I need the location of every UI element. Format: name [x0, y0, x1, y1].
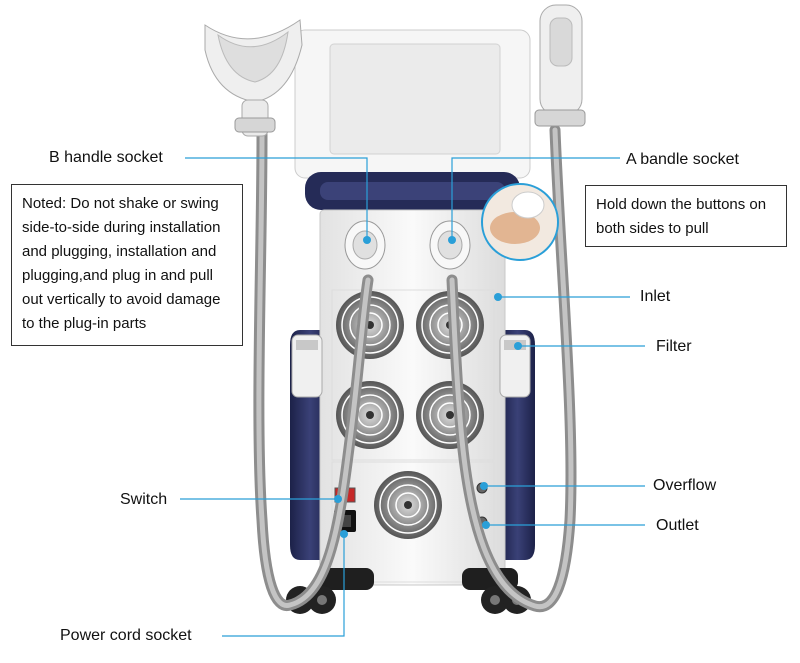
leader-a-handle	[451, 157, 620, 240]
note-line: plugging,and plug in and pull	[22, 267, 213, 284]
dot-a-handle	[448, 236, 456, 244]
leader-b-handle	[185, 157, 368, 240]
handle-socket-mounts	[344, 220, 471, 270]
marker-dots	[334, 236, 522, 538]
label-b-handle-socket: B handle socket	[49, 149, 163, 166]
note-box-installation: Noted: Do not shake or swing side-to-sid…	[11, 184, 243, 346]
leader-lines	[180, 157, 645, 637]
note-line: out vertically to avoid damage	[22, 291, 221, 308]
note-line: Hold down the buttons on	[596, 196, 767, 213]
dot-inlet	[494, 293, 502, 301]
fan	[416, 381, 484, 449]
zoom-hand-bubble	[481, 183, 559, 261]
note-line: and plugging, installation and	[22, 243, 217, 260]
label-a-bandle-socket: A bandle socket	[626, 151, 739, 168]
dot-outlet	[482, 521, 490, 529]
note-line: Noted: Do not shake or swing	[22, 195, 219, 212]
note-line: to the plug-in parts	[22, 315, 147, 332]
label-inlet: Inlet	[640, 288, 671, 305]
label-overflow: Overflow	[653, 477, 717, 494]
right-upright-handle	[534, 4, 586, 127]
fan	[374, 471, 442, 539]
dot-b-handle	[363, 236, 371, 244]
dot-power	[340, 530, 348, 538]
label-filter: Filter	[656, 338, 692, 355]
note-line: both sides to pull	[596, 220, 709, 237]
label-power-cord-socket: Power cord socket	[60, 627, 192, 644]
top-panel	[294, 29, 531, 179]
dot-filter	[514, 342, 522, 350]
note-box-pull-buttons: Hold down the buttons on both sides to p…	[585, 185, 787, 247]
leader-power	[222, 534, 345, 637]
label-outlet: Outlet	[656, 517, 699, 534]
left-cup-handle	[204, 19, 303, 137]
hoses	[253, 124, 577, 613]
navy-handle-bar	[305, 172, 520, 210]
dot-overflow	[480, 482, 488, 490]
label-switch: Switch	[120, 491, 168, 508]
dot-switch	[334, 495, 342, 503]
note-line: side-to-side during installation	[22, 219, 221, 236]
